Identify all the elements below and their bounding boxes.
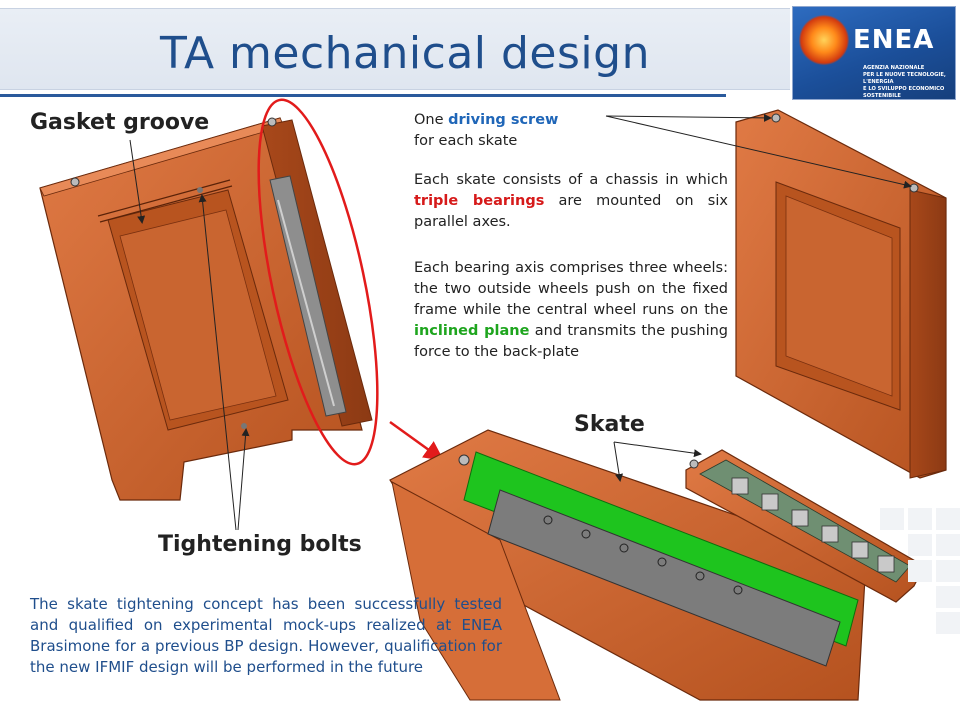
decorative-grid bbox=[880, 508, 960, 634]
enea-logo: ENEA AGENZIA NAZIONALE PER LE NUOVE TECN… bbox=[792, 6, 956, 100]
chassis-description: Each skate consists of a chassis in whic… bbox=[414, 170, 728, 233]
text-run: One bbox=[414, 112, 449, 128]
frame-assembly-drawing bbox=[39, 117, 373, 501]
gasket-arrow bbox=[129, 139, 146, 224]
page-title: TA mechanical design bbox=[160, 28, 650, 79]
text-run: are mounted on six parallel axes. bbox=[414, 193, 728, 230]
triple-bearings-highlight: triple bearings bbox=[414, 193, 545, 209]
tightening-bolts-label: Tightening bolts bbox=[158, 532, 362, 557]
skate-label: Skate bbox=[574, 412, 645, 437]
driving-screw-highlight: driving screw bbox=[448, 112, 559, 128]
text-run: and transmits the pushing force to the b… bbox=[414, 323, 728, 360]
conclusion-paragraph: The skate tightening concept has been su… bbox=[30, 595, 502, 676]
text-run: Each skate consists of a chassis in whic… bbox=[414, 172, 728, 188]
inclined-plane-highlight: inclined plane bbox=[414, 323, 530, 339]
header-strip bbox=[0, 8, 790, 90]
text-run: Each bearing axis comprises three wheels… bbox=[414, 260, 728, 318]
logo-tagline-line: PER LE NUOVE TECNOLOGIE, L'ENERGIA bbox=[863, 72, 946, 85]
logo-tagline-line: AGENZIA NAZIONALE bbox=[863, 65, 925, 71]
logo-tagline: AGENZIA NAZIONALE PER LE NUOVE TECNOLOGI… bbox=[863, 65, 953, 99]
skate-arrow bbox=[613, 441, 624, 482]
bearing-axis-description: Each bearing axis comprises three wheels… bbox=[414, 258, 728, 363]
text-run: for each skate bbox=[414, 133, 518, 149]
screw-arrow bbox=[605, 115, 912, 189]
highlight-arrow bbox=[389, 420, 445, 461]
logo-name: ENEA bbox=[853, 25, 935, 55]
cutaway-drawing bbox=[389, 429, 867, 701]
header-rule bbox=[0, 94, 726, 97]
gasket-groove-label: Gasket groove bbox=[30, 110, 210, 135]
highlight-ellipse bbox=[257, 98, 379, 466]
skate-arrow bbox=[613, 441, 702, 458]
header-bar: TA mechanical design ENEA AGENZIA NAZION… bbox=[0, 0, 960, 100]
driving-screw-note: One driving screw for each skate bbox=[414, 110, 614, 152]
logo-tagline-line: E LO SVILUPPO ECONOMICO SOSTENIBILE bbox=[863, 86, 945, 99]
sun-icon bbox=[799, 15, 849, 65]
screw-arrow bbox=[605, 113, 772, 122]
bolt-arrow bbox=[198, 194, 237, 531]
bolt-arrow bbox=[237, 428, 250, 531]
frame-side-drawing bbox=[735, 109, 947, 479]
